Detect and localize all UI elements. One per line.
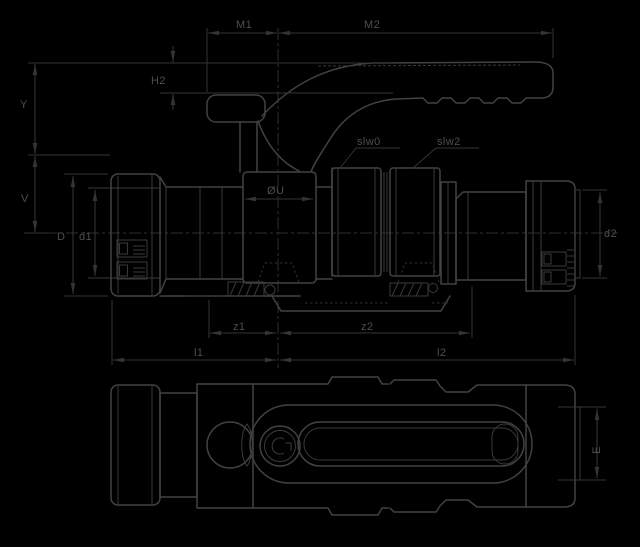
extension-lines	[24, 28, 607, 481]
right-end-stub	[574, 189, 581, 279]
mid-body-seams	[165, 187, 223, 279]
tv-top-outline	[252, 376, 527, 393]
dim-label-d1: d1	[79, 231, 92, 243]
dim-label-d2: d2	[604, 228, 617, 240]
left-bore-lines	[88, 187, 160, 279]
union-block	[242, 171, 317, 284]
tv-boss-lens	[241, 423, 253, 467]
tv-slot-end-pad	[491, 423, 519, 465]
right-cap-outline	[525, 180, 576, 292]
drain-knurl-right	[389, 282, 438, 297]
lever-inner-curve	[257, 120, 300, 172]
drain-knurl-left	[227, 281, 276, 297]
handle-stem	[239, 121, 258, 173]
dim-label-ou: ØU	[267, 185, 284, 197]
nut-slw0-facets	[337, 168, 376, 276]
tv-bottom-outline	[252, 499, 527, 516]
right-cap-clip-windows	[541, 249, 574, 287]
top-view	[110, 376, 581, 516]
left-cap-bands	[117, 174, 153, 296]
lever-knurl-texture	[317, 64, 521, 67]
dim-label-slw2: slw2	[437, 136, 461, 148]
bottom-tub	[271, 295, 451, 312]
dim-label-z2: z2	[361, 321, 373, 333]
dim-label-m1: M1	[236, 19, 252, 31]
handle-lever-outline	[261, 61, 554, 173]
tv-slot-outer	[297, 421, 525, 467]
dim-label-v: V	[21, 193, 29, 205]
right-cap-bands	[532, 181, 542, 291]
dimension-annotations: M1 M2 H2 Y V D d1 d2 ØU slw0 slw2 z1 z2 …	[20, 19, 617, 481]
dim-label-y: Y	[20, 99, 28, 111]
nut-joint-lines	[383, 172, 388, 272]
dim-label-h2: H2	[151, 75, 166, 87]
dim-label-z1: z1	[233, 321, 245, 333]
dim-label-e: E	[591, 446, 603, 454]
front-view	[24, 28, 618, 368]
tv-right-cap	[525, 384, 576, 508]
tv-handle-footprint	[249, 404, 533, 484]
leader-slw0	[339, 147, 400, 169]
left-cap-outline	[110, 173, 161, 297]
dim-label-l2: l2	[437, 347, 446, 359]
dim-label-slw0: slw0	[357, 136, 381, 148]
tv-right-end-face	[574, 406, 581, 481]
dim-label-l1: l1	[194, 347, 203, 359]
tv-side-boss	[206, 421, 254, 469]
hidden-edges	[186, 262, 448, 304]
nut-slw2-facets	[395, 168, 435, 276]
left-cap-clip-windows	[116, 239, 148, 280]
dim-label-d: D	[57, 231, 65, 243]
leader-slw2	[412, 147, 479, 169]
hex-nut-slw0	[331, 167, 382, 277]
handle-knob	[206, 94, 266, 123]
dim-label-m2: M2	[364, 19, 380, 31]
tv-left-cap-bands	[117, 385, 153, 505]
tv-brand-logo	[259, 425, 301, 467]
hex-nut-slw2	[389, 167, 441, 277]
